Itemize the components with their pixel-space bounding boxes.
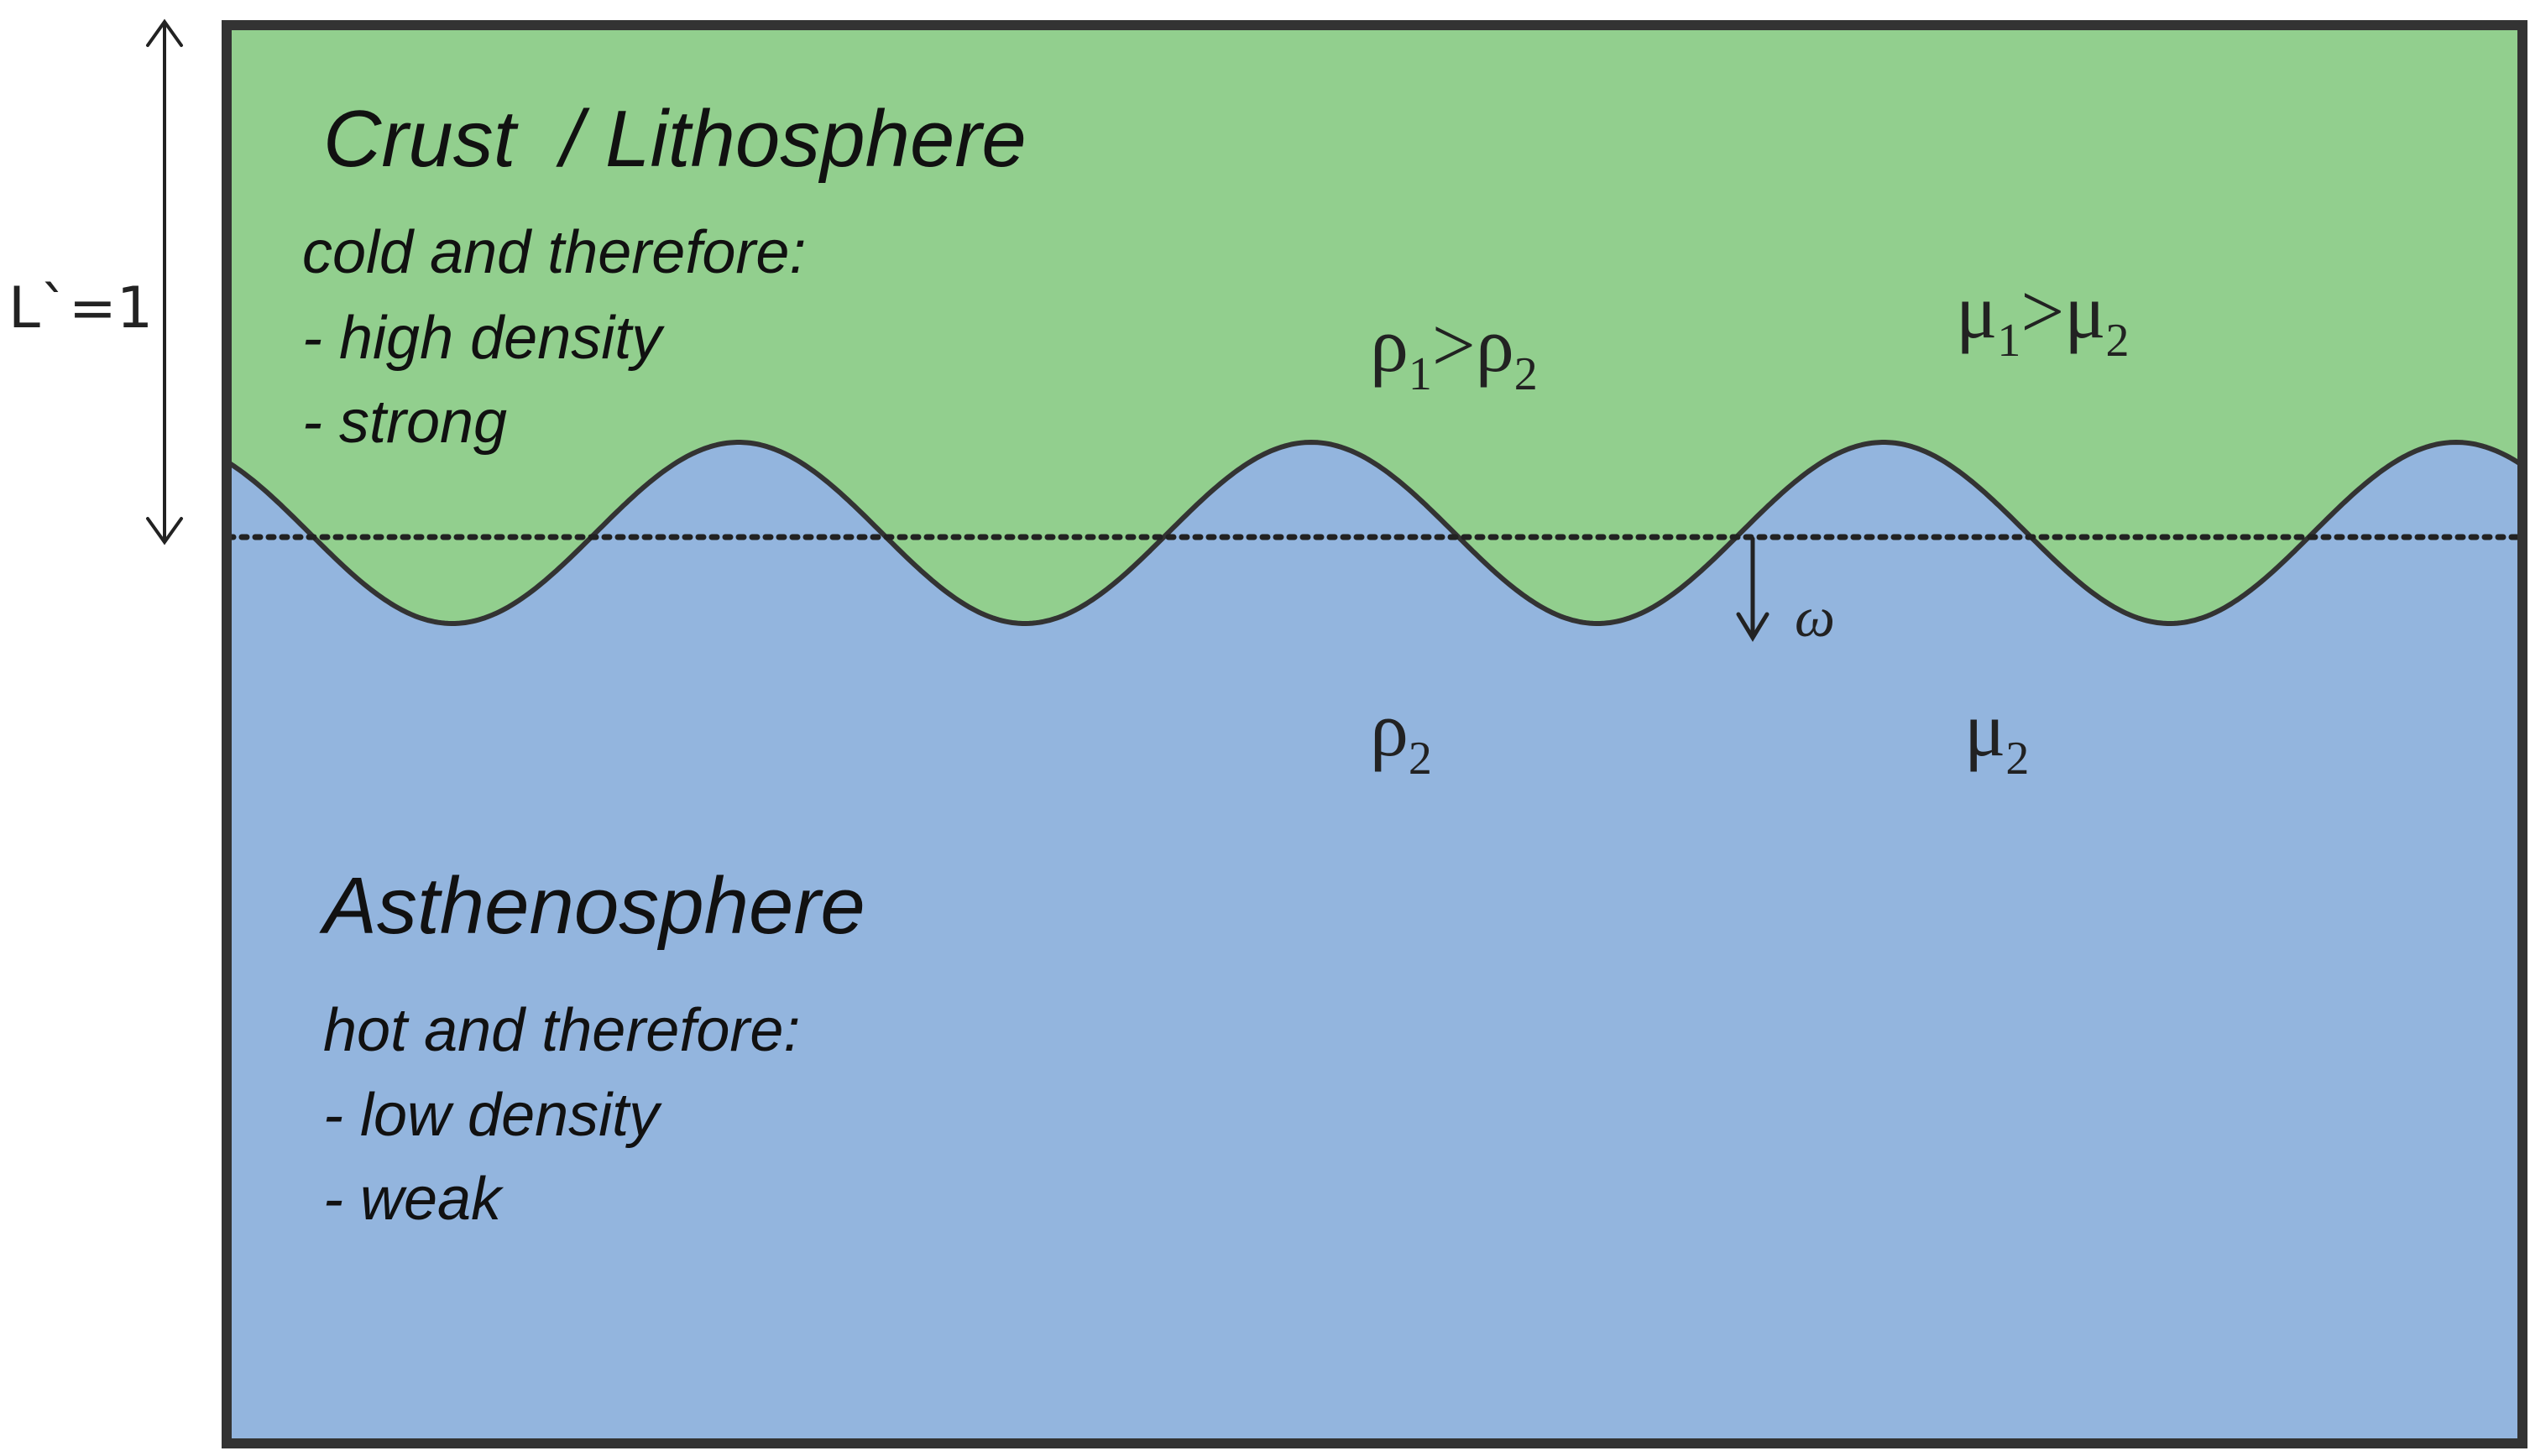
asthenosphere-title: Asthenosphere [319,861,865,951]
thickness-label: L`=1 [8,275,153,342]
interface-curve [225,440,2522,626]
asthenosphere-condition: hot and therefore: [323,997,800,1064]
lithosphere-property-2: - strong [302,389,507,456]
lithosphere-region [227,25,2522,624]
thickness-arrow [146,18,183,545]
deflection-arrow [1736,536,1769,642]
deflection-label: ω [1795,585,1835,649]
asthenosphere-density: ρ2 [1370,686,1432,785]
asthenosphere-property-1: - low density [323,1082,662,1149]
domain-box-outline [222,20,2527,1448]
viscosity-relation: μ1>μ2 [1956,269,2130,367]
lithosphere-condition: cold and therefore: [302,219,806,286]
asthenosphere-property-2: - weak [323,1166,504,1233]
asthenosphere-viscosity: μ2 [1964,686,2029,785]
lithosphere-property-1: - high density [302,305,665,372]
lithosphere-title: Crust / Lithosphere [323,94,1027,184]
density-relation: ρ1>ρ2 [1370,302,1538,400]
